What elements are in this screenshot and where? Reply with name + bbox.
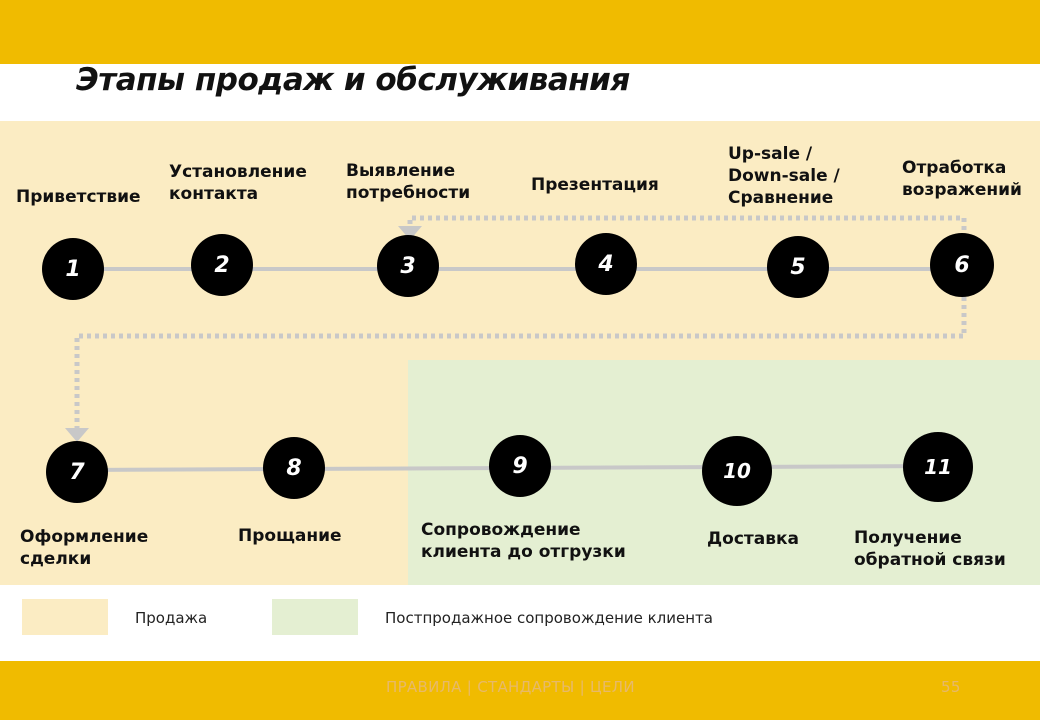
stage-node-11: 11 [903,432,973,502]
slide-title: Этапы продаж и обслуживания [76,62,630,98]
stage-label-7: Оформление сделки [20,527,149,569]
legend-swatch-sale [22,599,108,635]
stage-label-9: Сопровождение клиента до отгрузки [421,520,626,562]
stage-label-2: Установление контакта [169,162,307,204]
stage-node-4: 4 [575,233,637,295]
loop-6-to-7-arrow [74,297,967,430]
top-brand-band [0,0,1040,64]
stage-node-10: 10 [702,436,772,506]
stage-node-5: 5 [767,236,829,298]
footer-tagline: ПРАВИЛА | СТАНДАРТЫ | ЦЕЛИ [386,678,635,696]
stage-node-8: 8 [263,437,325,499]
loop-6-to-3-arrowhead [398,226,422,240]
stage-node-7: 7 [46,441,108,503]
stage-node-1: 1 [42,238,104,300]
stage-label-11: Получение обратной связи [854,528,1006,570]
loop-6-to-7-arrowhead [65,428,89,442]
stage-node-2: 2 [191,234,253,296]
stage-label-6: Отработка возражений [902,158,1022,200]
legend-label-post-sale: Постпродажное сопровождение клиента [385,609,713,627]
stage-label-3: Выявление потребности [346,161,471,203]
stage-node-9: 9 [489,435,551,497]
stage-label-10: Доставка [707,529,799,549]
stage-label-4: Презентация [531,175,659,195]
legend-label-sale: Продажа [135,609,208,627]
bottom-brand-band [0,661,1040,720]
loop-6-to-3-arrow [407,215,967,238]
legend-swatch-post-sale [272,599,358,635]
stage-node-3: 3 [377,235,439,297]
stage-node-6: 6 [930,233,994,297]
sale-zone-upper [0,121,1040,360]
stage-label-1: Приветствие [16,187,141,207]
stage-label-8: Прощание [238,526,342,546]
footer-page-number: 55 [941,678,961,696]
stage-label-5: Up-sale / Down-sale / Сравнение [728,144,840,208]
